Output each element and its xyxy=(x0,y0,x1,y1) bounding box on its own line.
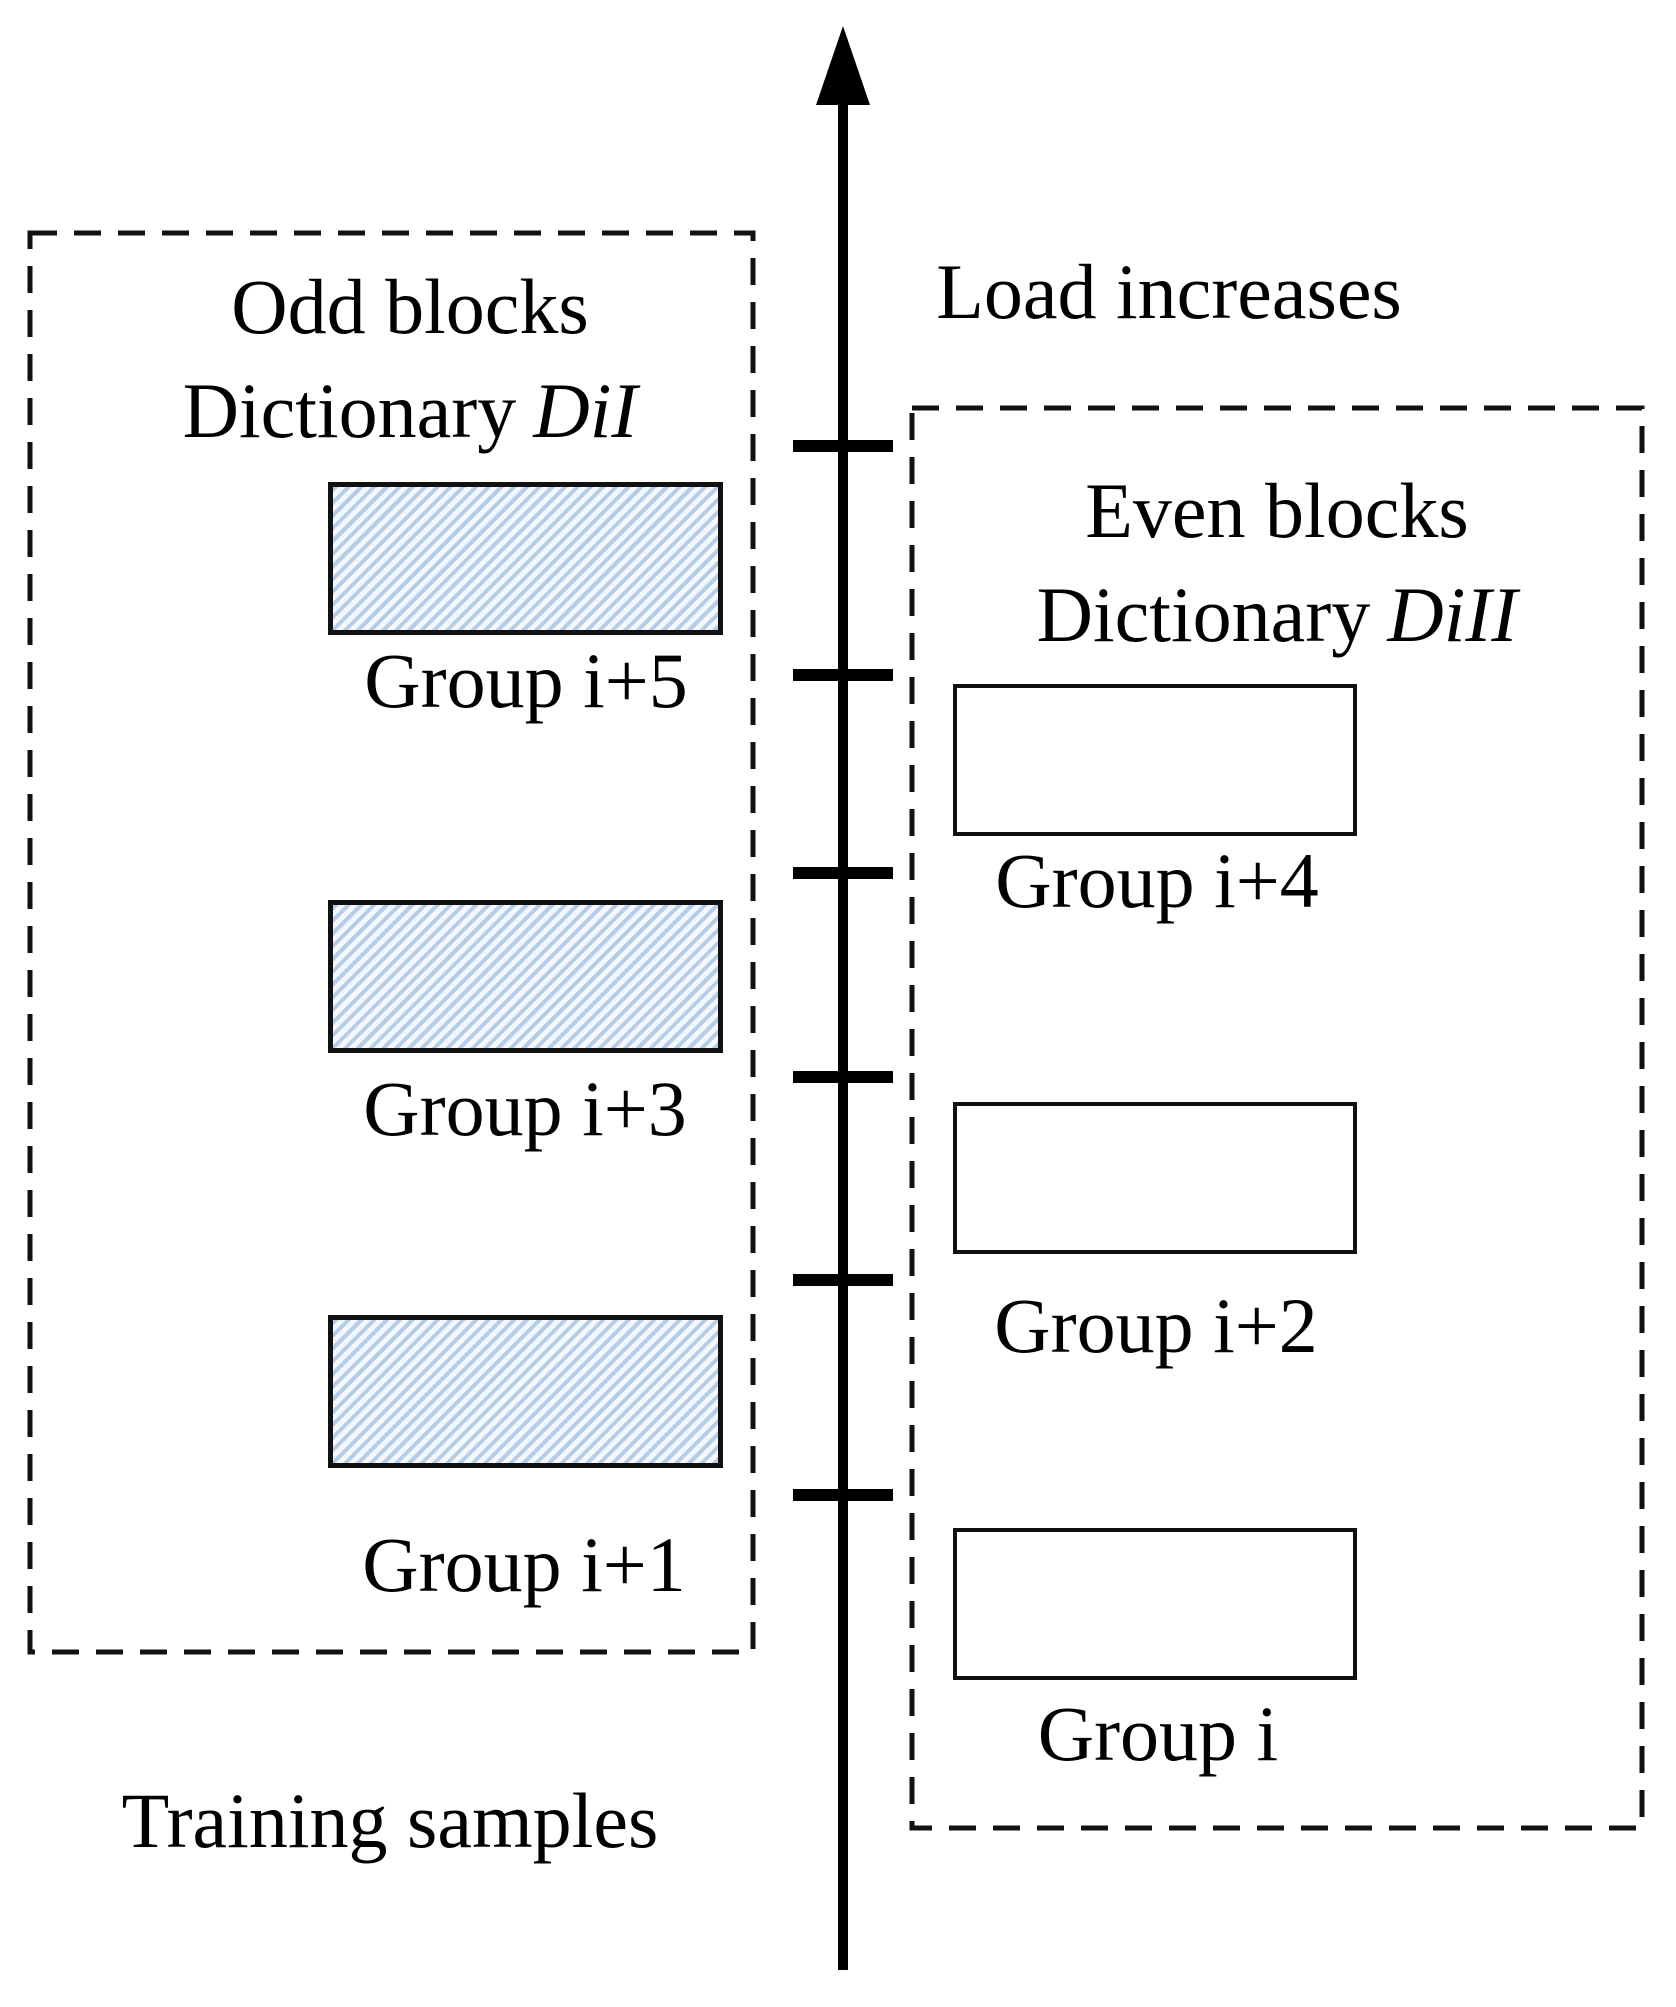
odd-panel-dictionary-symbol: DiI xyxy=(533,367,638,454)
caption-training-samples: Training samples xyxy=(121,1777,659,1864)
even-panel-dictionary-symbol: DiII xyxy=(1387,571,1518,658)
even-panel-title-line1: Even blocks xyxy=(1085,467,1469,554)
plain-block-group-i4 xyxy=(953,684,1357,836)
odd-blocks-panel-outline xyxy=(27,230,756,1655)
plain-block-group-i xyxy=(953,1528,1357,1680)
even-blocks-panel-outline xyxy=(909,405,1645,1831)
odd-panel-title-line2-word: Dictionary xyxy=(182,367,517,454)
odd-panel-title-line1: Odd blocks xyxy=(231,263,589,350)
hatched-block-group-i5 xyxy=(328,482,723,635)
group-label-i: Group i xyxy=(1037,1690,1279,1777)
group-label-i5: Group i+5 xyxy=(364,637,688,724)
group-label-i1: Group i+1 xyxy=(362,1521,686,1608)
group-label-i2: Group i+2 xyxy=(994,1282,1318,1369)
even-panel-title-line2-word: Dictionary xyxy=(1036,571,1371,658)
hatched-block-group-i1 xyxy=(328,1315,723,1468)
group-label-i3: Group i+3 xyxy=(363,1065,687,1152)
plain-block-group-i2 xyxy=(953,1102,1357,1254)
axis-ticks xyxy=(793,440,893,1501)
axis-label: Load increases xyxy=(936,248,1402,335)
hatched-block-group-i3 xyxy=(328,900,723,1053)
group-label-i4: Group i+4 xyxy=(995,837,1319,924)
load-axis-arrowhead-icon xyxy=(816,26,870,105)
